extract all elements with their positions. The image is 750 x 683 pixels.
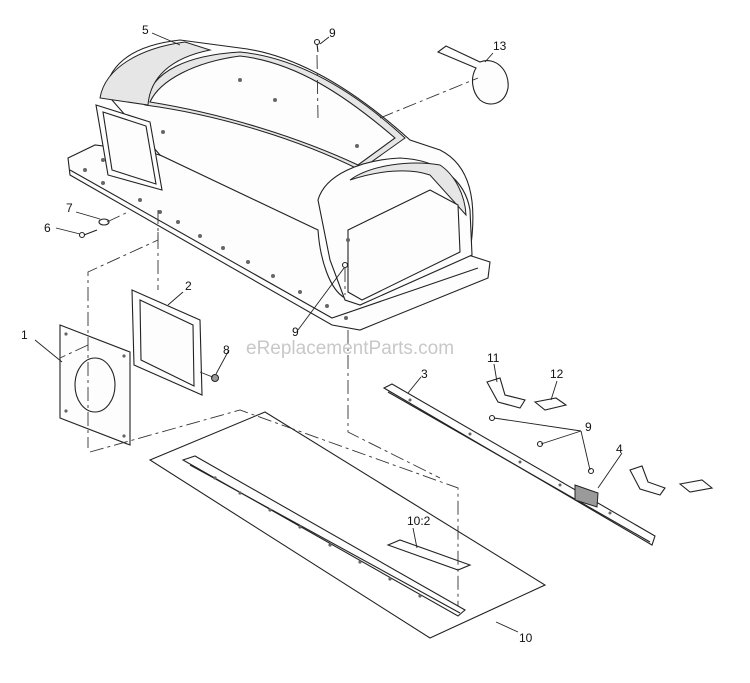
pad-part-12 xyxy=(533,397,714,493)
callout-10: 10 xyxy=(519,631,533,645)
assembly-dashed-lines xyxy=(59,54,479,606)
tray-part-10 xyxy=(148,411,547,639)
rail-part-3 xyxy=(382,383,656,546)
callout-9-mid: 9 xyxy=(292,325,299,339)
callout-7: 7 xyxy=(66,201,73,215)
callout-9-top: 9 xyxy=(329,26,336,40)
callout-4: 4 xyxy=(616,442,623,456)
hardware-fasteners xyxy=(78,38,595,475)
callout-3: 3 xyxy=(421,367,428,381)
leader-lines xyxy=(34,32,623,633)
callout-labels: 1 2 3 4 5 6 7 8 9 9 9 10 10:2 11 12 13 xyxy=(21,23,623,645)
mesh-part-4 xyxy=(574,484,599,508)
bracket-part-13 xyxy=(436,45,509,105)
watermark-text: eReplacementParts.com xyxy=(246,338,454,359)
callout-6: 6 xyxy=(44,221,51,235)
callout-8: 8 xyxy=(223,343,230,357)
callout-9-right: 9 xyxy=(585,420,592,434)
clip-part-11 xyxy=(486,377,666,496)
callout-5: 5 xyxy=(142,23,149,37)
callout-1: 1 xyxy=(21,328,28,342)
gasket-part-2 xyxy=(131,289,203,396)
callout-10-2: 10:2 xyxy=(407,514,431,528)
mounting-plate-part-1 xyxy=(59,324,131,446)
callout-12: 12 xyxy=(550,367,564,381)
callout-13: 13 xyxy=(493,39,507,53)
callout-2: 2 xyxy=(185,279,192,293)
callout-11: 11 xyxy=(487,351,500,365)
hood-cover-part-5 xyxy=(67,39,491,331)
